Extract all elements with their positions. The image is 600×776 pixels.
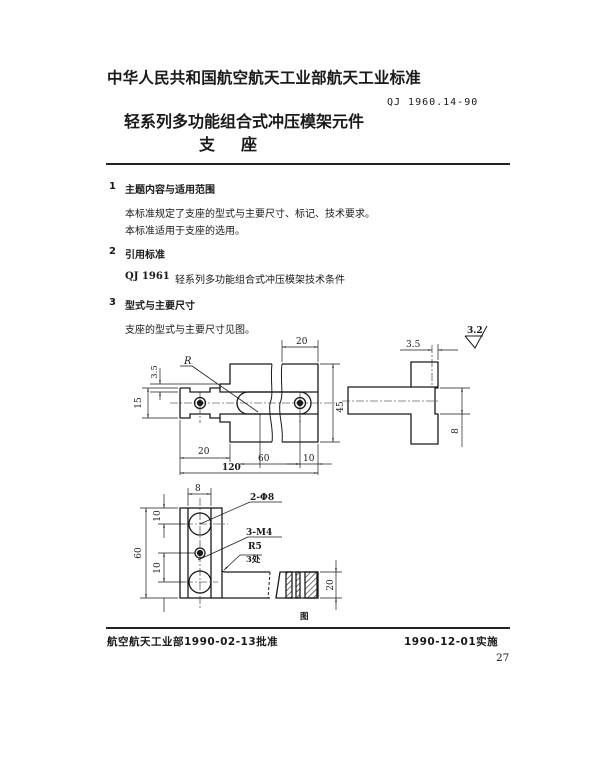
dim-15: 15 <box>134 397 144 409</box>
section-2-number: 2 <box>109 246 116 257</box>
roughness-value: 3.2 <box>467 326 483 336</box>
document-subtitle: 支座 <box>199 135 284 154</box>
front-dim-10-lower: 10 <box>153 562 163 574</box>
callout-fillet-count: 3处 <box>246 554 261 565</box>
dim-top-20: 20 <box>296 337 308 347</box>
section-1-paragraph-1: 本标准规定了支座的型式与主要尺寸、标记、技术要求。 <box>125 209 375 220</box>
section-3-paragraph: 支座的型式与主要尺寸见图。 <box>125 325 255 336</box>
page-number: 27 <box>496 652 510 664</box>
radius-label: R <box>183 356 192 367</box>
side-dim-3-5: 3.5 <box>406 340 421 350</box>
section-3-title: 型式与主要尺寸 <box>125 301 195 312</box>
dim-3-5: 3.5 <box>150 365 160 379</box>
front-view <box>179 507 319 599</box>
figure-caption: 图 <box>300 612 309 622</box>
front-dim-10-upper: 10 <box>153 510 163 522</box>
callout-fillet: R5 <box>248 542 262 552</box>
standard-code: QJ 1960.14-90 <box>387 97 479 108</box>
callout-holes: 2-Φ8 <box>250 493 274 503</box>
dim-10: 10 <box>303 454 315 464</box>
section-1-title: 主题内容与适用范围 <box>125 185 215 196</box>
dim-45: 45 <box>336 401 346 413</box>
front-dim-60: 60 <box>134 547 144 559</box>
section-1-number: 1 <box>109 181 116 192</box>
section-2-title: 引用标准 <box>125 250 165 261</box>
footer-rule <box>106 627 510 629</box>
section-3-number: 3 <box>109 297 116 308</box>
callout-threads: 3-M4 <box>246 528 272 538</box>
section-1-paragraph-2: 本标准适用于支座的选用。 <box>125 226 245 237</box>
approval-line: 航空航天工业部1990-02-13批准 <box>107 636 279 648</box>
document-title: 轻系列多功能组合式冲压模架元件 <box>124 112 365 131</box>
surface-roughness-symbol <box>464 325 488 349</box>
dim-60: 60 <box>258 454 270 464</box>
dim-120: 120 <box>222 463 241 473</box>
reference-code: QJ 1961 <box>125 271 170 282</box>
dim-bottom-20: 20 <box>198 447 210 457</box>
side-dim-8: 8 <box>451 428 461 434</box>
issuing-organization: 中华人民共和国航空航天工业部航天工业标准 <box>107 69 422 87</box>
side-view <box>347 361 439 445</box>
reference-name: 轻系列多功能组合式冲压模架技术条件 <box>175 275 345 286</box>
effective-date: 1990-12-01实施 <box>404 636 499 648</box>
header-rule <box>106 163 510 165</box>
front-dim-8: 8 <box>195 484 201 494</box>
front-dim-20: 20 <box>326 579 336 591</box>
